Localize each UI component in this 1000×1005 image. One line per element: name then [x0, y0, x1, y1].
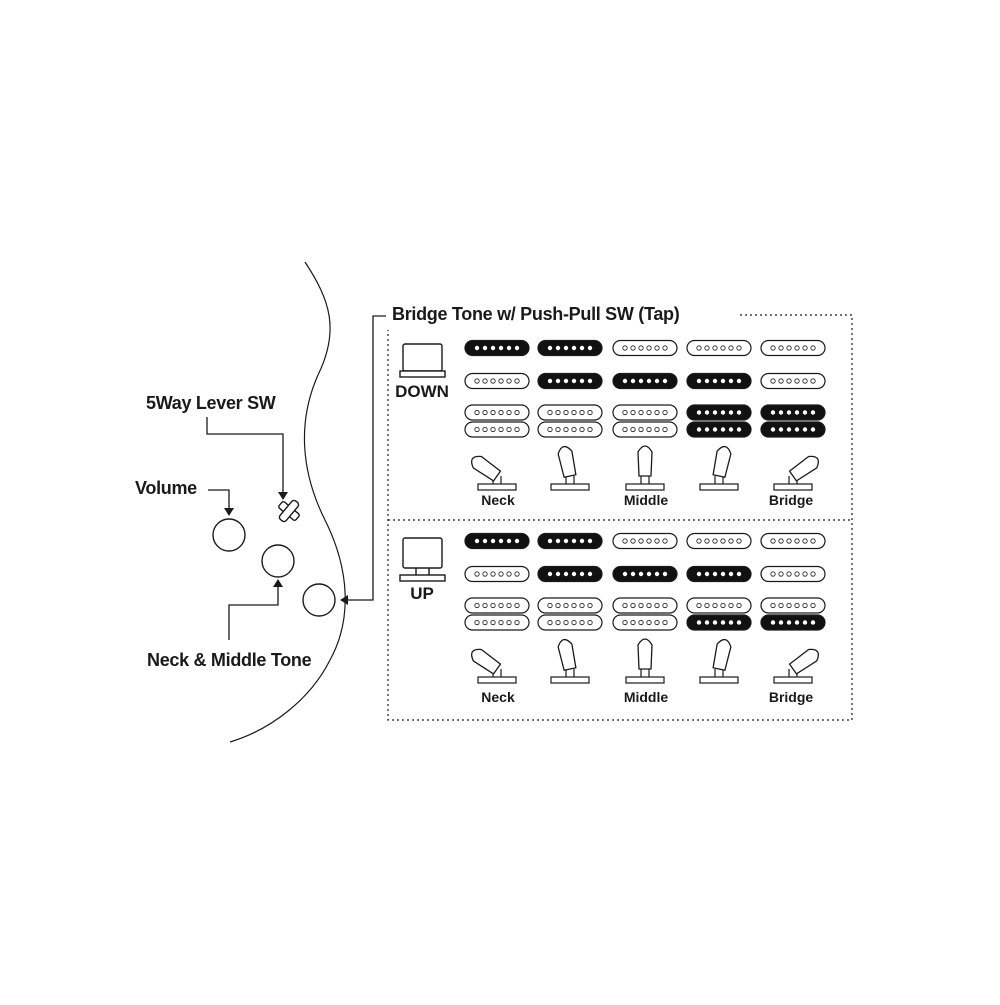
volume-knob: [212, 518, 246, 552]
pickup-middle-0-3: [686, 372, 752, 390]
pickup-middle-1-4: [760, 565, 826, 583]
pickup-bridge-0-2: [612, 404, 678, 438]
bridge-tone-knob: [302, 583, 336, 617]
up-position-label-5: Bridge: [768, 689, 814, 705]
pickup-neck-1-2: [612, 532, 678, 550]
lever-position-1-0: [470, 648, 517, 684]
mode-up-label: UP: [410, 584, 434, 603]
pickup-middle-0-4: [760, 372, 826, 390]
pickup-middle-0-1: [537, 372, 603, 390]
switch-down-icon: [399, 343, 446, 378]
neck-middle-tone-arrow: [228, 585, 279, 640]
panel-border: [387, 314, 853, 721]
pickup-bridge-0-3: [686, 404, 752, 438]
pickup-middle-1-1: [537, 565, 603, 583]
pickup-neck-0-0: [464, 339, 530, 357]
pickup-middle-1-0: [464, 565, 530, 583]
pickup-middle-1-2: [612, 565, 678, 583]
volume-arrow: [208, 489, 230, 509]
pickup-middle-0-2: [612, 372, 678, 390]
down-position-label-1: Neck: [481, 492, 515, 508]
up-position-label-1: Neck: [481, 689, 515, 705]
pickup-bridge-0-0: [464, 404, 530, 438]
pickup-neck-1-0: [464, 532, 530, 550]
lever-position-1-4: [773, 648, 820, 684]
pickup-neck-1-3: [686, 532, 752, 550]
up-position-label-3: Middle: [623, 689, 669, 705]
pickup-neck-0-1: [537, 339, 603, 357]
pickup-bridge-0-4: [760, 404, 826, 438]
pickup-neck-0-2: [612, 339, 678, 357]
down-position-label-3: Middle: [623, 492, 669, 508]
lever-position-icons: [470, 445, 820, 684]
lever-position-0-2: [625, 445, 665, 491]
switch-up-icon: [399, 537, 446, 582]
lever-position-0-1: [550, 446, 590, 491]
guitar-body-outline: [229, 261, 346, 743]
pickup-neck-1-1: [537, 532, 603, 550]
pickup-bridge-1-4: [760, 597, 826, 631]
pickup-grid: [464, 339, 826, 631]
lever-position-0-0: [470, 455, 517, 491]
pickup-neck-0-3: [686, 339, 752, 357]
neck-middle-tone-knob: [261, 544, 295, 578]
bridge-tone-label: Bridge Tone w/ Push-Pull SW (Tap): [392, 304, 680, 324]
five-way-label: 5Way Lever SW: [146, 393, 276, 413]
mode-down-label: DOWN: [395, 382, 449, 401]
volume-label: Volume: [135, 478, 197, 498]
pickup-middle-0-0: [464, 372, 530, 390]
neck-middle-tone-label: Neck & Middle Tone: [147, 650, 312, 670]
lever-position-1-1: [550, 639, 590, 684]
down-position-label-5: Bridge: [768, 492, 814, 508]
lever-position-0-3: [699, 446, 739, 491]
lever-position-1-2: [625, 638, 665, 684]
five-way-arrow: [206, 417, 284, 494]
pickup-neck-0-4: [760, 339, 826, 357]
pickup-bridge-1-2: [612, 597, 678, 631]
lever-position-0-4: [773, 455, 820, 491]
lever-position-1-3: [699, 639, 739, 684]
pickup-bridge-1-1: [537, 597, 603, 631]
lever-switch-icon: [278, 499, 300, 523]
pickup-neck-1-4: [760, 532, 826, 550]
pickup-bridge-1-0: [464, 597, 530, 631]
pickup-middle-1-3: [686, 565, 752, 583]
pickup-bridge-0-1: [537, 404, 603, 438]
pickup-bridge-1-3: [686, 597, 752, 631]
bridge-tone-arrow: [346, 315, 386, 601]
